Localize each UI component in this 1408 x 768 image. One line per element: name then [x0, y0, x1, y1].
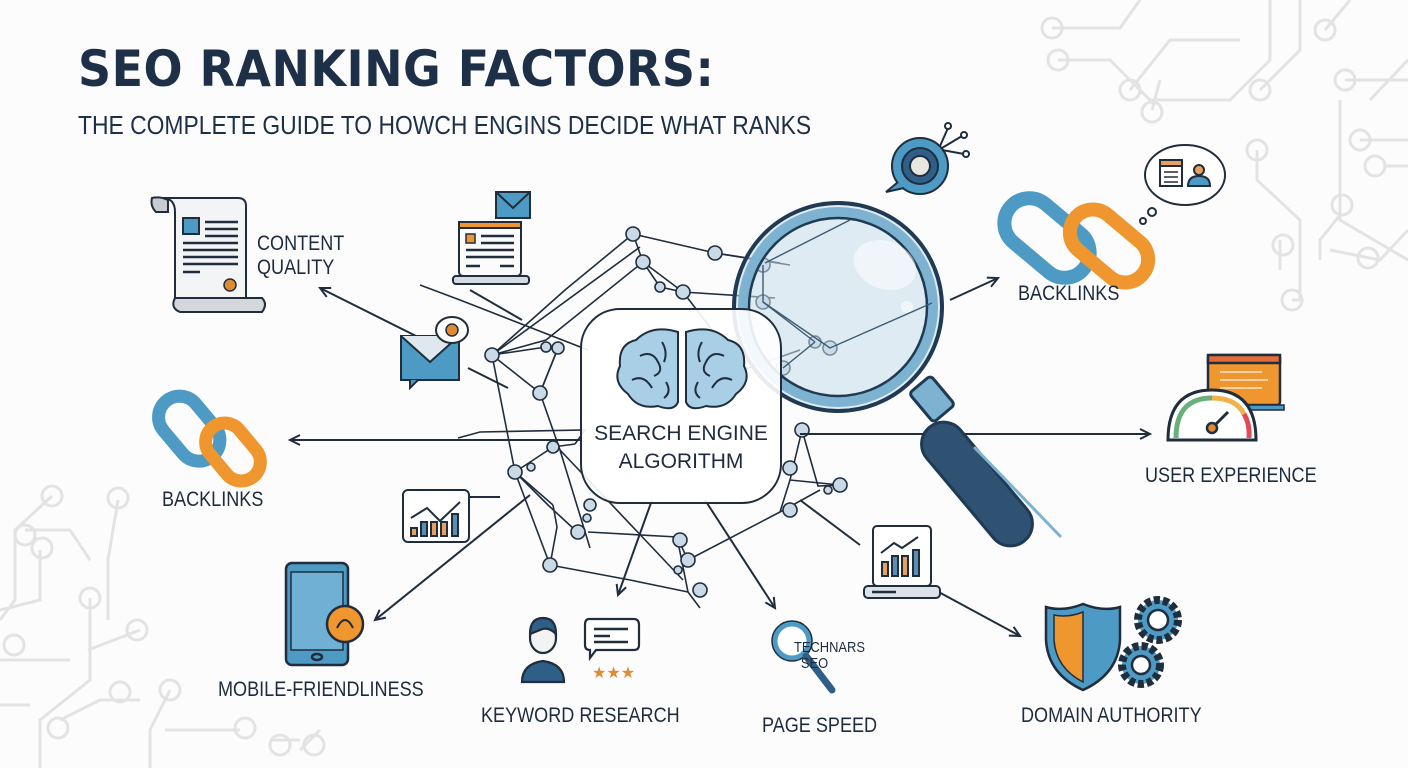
laptop-document-icon: [452, 191, 531, 285]
label-keyword-research: KEYWORD RESEARCH: [481, 704, 680, 727]
document-scroll-icon: [150, 196, 266, 313]
label-content-quality: CONTENT QUALITY: [257, 232, 345, 279]
label-domain-authority: DOMAIN AUTHORITY: [1021, 704, 1202, 727]
person-review-icon: ★★★: [520, 616, 641, 684]
thought-bubble-icon: [1139, 144, 1226, 225]
circuit-background: [1040, 0, 1408, 312]
label-backlinks-right: BACKLINKS: [1018, 282, 1120, 305]
email-icon: [400, 316, 469, 391]
large-magnifying-glass-icon: [732, 201, 1062, 548]
chain-link-icon: [152, 389, 267, 488]
page-subtitle: THE COMPLETE GUIDE TO HOWCH ENGINS DECID…: [78, 110, 812, 140]
brain-icon: [616, 328, 748, 410]
svg-text:★★★: ★★★: [592, 663, 635, 682]
circuit-background: [0, 484, 326, 768]
chain-link-icon: [997, 191, 1156, 290]
search-engine-algorithm-node: SEARCH ENGINE ALGORITHM: [580, 308, 782, 504]
speedometer-icon: [1166, 353, 1285, 442]
label-page-speed: PAGE SPEED: [762, 714, 878, 737]
label-mobile-friendliness: MOBILE-FRIENDLINESS: [218, 678, 424, 701]
label-backlinks-left: BACKLINKS: [162, 488, 264, 511]
shield-gears-icon: [1044, 596, 1182, 692]
magnifier-icon: [771, 620, 836, 694]
center-label: SEARCH ENGINE ALGORITHM: [594, 422, 768, 473]
target-chat-icon: [885, 122, 970, 195]
laptop-chart-icon: [863, 525, 941, 599]
page-title: SEO RANKING FACTORS:: [78, 40, 715, 98]
page-speed-inner-text: TECHNARS SEO: [794, 639, 865, 672]
smartphone-icon: [284, 561, 365, 667]
bar-chart-icon: [402, 489, 470, 543]
label-user-experience: USER EXPERIENCE: [1145, 464, 1317, 487]
